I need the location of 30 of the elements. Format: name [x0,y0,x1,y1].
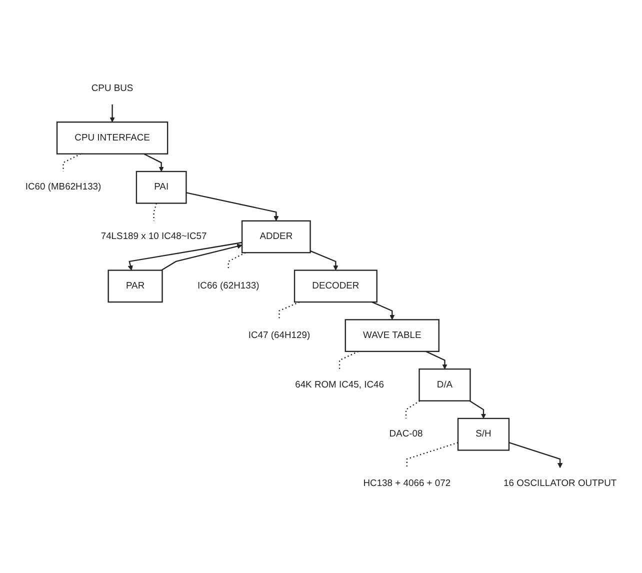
arrow [186,192,279,222]
node-box: PAR [108,270,163,303]
node-text: 74LS189 x 10 IC48~IC57 [100,232,207,242]
node-text: IC60 (MB62H133) [25,182,102,192]
arrow [508,442,563,468]
arrow [144,154,164,172]
node-text: CPU BUS [91,84,134,94]
node-box: S/H [457,418,510,452]
arrow [310,250,338,271]
arrow [128,242,242,271]
arrow [161,244,242,272]
connector [405,400,420,419]
node-box: CPU INTERFACE [56,122,168,155]
node-box: ADDER [241,220,311,254]
node-text: 64K ROM IC45, IC46 [295,380,384,390]
node-text: IC47 (64H129) [248,330,310,341]
node-box: DECODER [294,270,378,303]
connector [406,442,458,468]
node-box: WAVE TABLE [344,319,440,352]
node-text: IC66 (62H133) [198,281,260,292]
arrow [372,302,395,320]
node-text: HC138 + 4066 + 072 [363,478,451,489]
arrow [426,351,448,370]
node-text: 16 OSCILLATOR OUTPUT [504,478,617,489]
connector [153,203,158,222]
node-text: DAC-08 [389,429,423,440]
node-box: PAI [136,171,187,204]
node-box: D/A [418,368,471,402]
arrow [469,400,486,420]
arrow [110,104,115,123]
